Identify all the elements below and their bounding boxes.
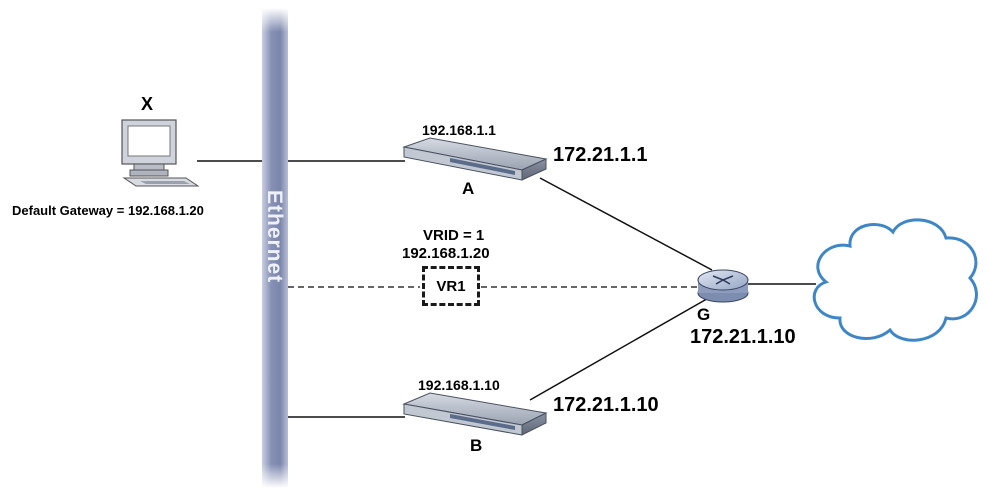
switch-a-lan-ip: 192.168.1.1: [422, 122, 496, 138]
virtual-router-ip: 192.168.1.20: [402, 245, 490, 262]
switch-b-label: B: [470, 436, 483, 455]
switch-a-wan-ip: 172.21.1.1: [553, 144, 648, 166]
host-x-label: X: [141, 94, 154, 114]
switch-a-label: A: [462, 179, 475, 198]
ethernet-label: Ethernet: [263, 190, 286, 283]
router-g-label: G: [697, 305, 711, 324]
router-g-icon: [697, 269, 749, 303]
vrid-label: VRID = 1: [423, 227, 485, 244]
computer-icon: [121, 119, 200, 187]
router-g-ip: 172.21.1.10: [690, 326, 796, 348]
switch-b-icon: [402, 392, 548, 436]
link-b-g: [529, 295, 713, 401]
ethernet-backbone: [262, 8, 288, 488]
switch-b-wan-ip: 172.21.1.10: [553, 394, 659, 416]
default-gateway-label: Default Gateway = 192.168.1.20: [12, 203, 204, 218]
switch-a-icon: [402, 137, 548, 181]
link-a-g: [539, 177, 713, 271]
internet-cloud-icon: [812, 218, 978, 342]
switch-b-lan-ip: 192.168.1.10: [418, 377, 500, 393]
virtual-router-vr1: VR1: [422, 266, 480, 306]
